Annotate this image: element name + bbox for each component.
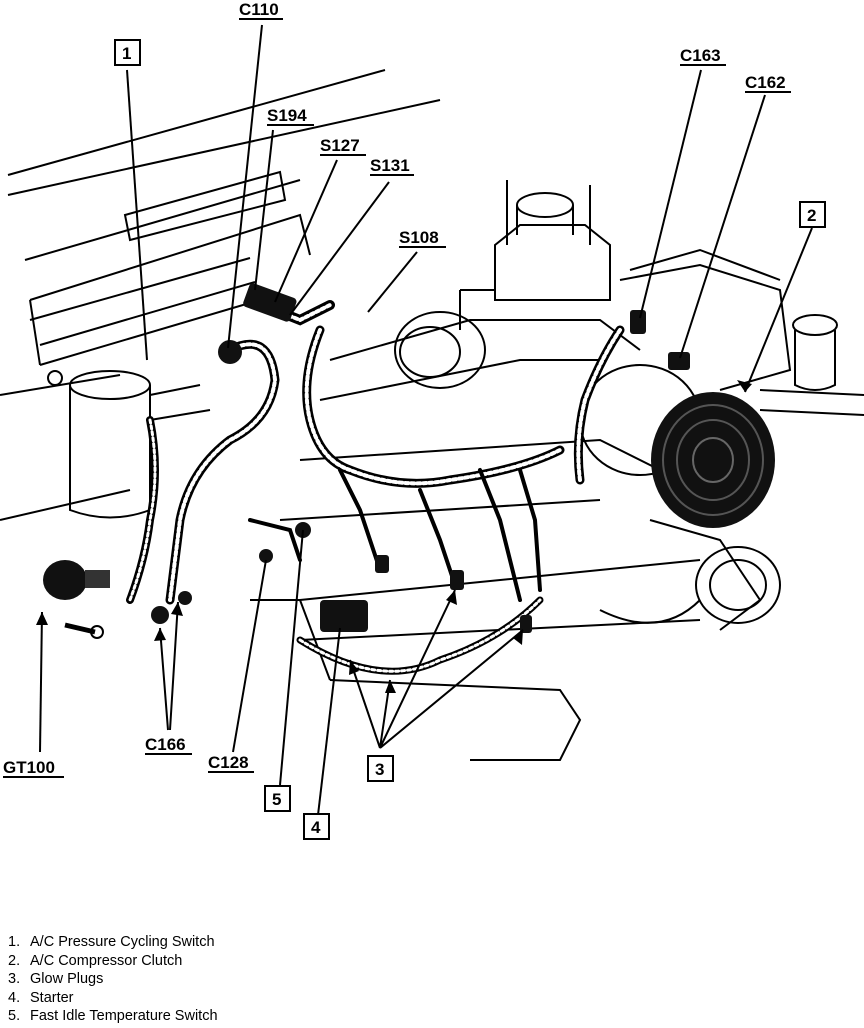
svg-text:4: 4 — [311, 818, 321, 837]
leader-lines — [39, 24, 813, 816]
callout-c166: C166 — [145, 735, 186, 754]
leader-arrowheads — [36, 380, 752, 693]
callout-s108: S108 — [399, 228, 439, 247]
callout-c128: C128 — [208, 753, 249, 772]
number-box-3: 3 — [367, 755, 394, 782]
legend-item: 1.A/C Pressure Cycling Switch — [8, 934, 215, 950]
connectors — [151, 283, 690, 633]
wiring-harness — [126, 295, 625, 675]
component-legend: 1.A/C Pressure Cycling Switch 2.A/C Comp… — [8, 933, 218, 1026]
callout-c163: C163 — [680, 46, 721, 65]
callout-c162: C162 — [745, 73, 786, 92]
legend-item: 2.A/C Compressor Clutch — [8, 952, 183, 969]
coolant-reservoir-drawing — [47, 370, 211, 519]
number-boxes: 1 2 3 4 5 — [114, 39, 826, 840]
callout-c110: C110 — [239, 0, 279, 19]
callout-gt100: GT100 — [3, 758, 55, 777]
radiator-shroud-drawing — [0, 69, 441, 521]
svg-text:3: 3 — [375, 760, 384, 779]
callout-s194: S194 — [267, 106, 307, 125]
number-box-4: 4 — [303, 813, 330, 840]
svg-text:5: 5 — [272, 790, 281, 809]
callout-s127: S127 — [320, 136, 360, 155]
callout-labels: C110 S194 S127 S131 S108 C163 C162 GT100… — [3, 0, 791, 778]
number-box-5: 5 — [264, 785, 291, 812]
number-box-2: 2 — [799, 201, 826, 228]
legend-item: 5.Fast Idle Temperature Switch — [8, 1008, 218, 1024]
engine-wiring-diagram: C110 S194 S127 S131 S108 C163 C162 GT100… — [0, 0, 864, 840]
callout-s131: S131 — [370, 156, 410, 175]
ground-terminal-drawing — [43, 560, 110, 639]
svg-text:2: 2 — [807, 206, 816, 225]
legend-item: 4.Starter — [8, 989, 74, 1006]
svg-text:1: 1 — [122, 44, 131, 63]
legend-item: 3.Glow Plugs — [8, 971, 104, 987]
ac-compressor-clutch-pulley — [651, 392, 775, 528]
number-box-1: 1 — [114, 39, 141, 66]
